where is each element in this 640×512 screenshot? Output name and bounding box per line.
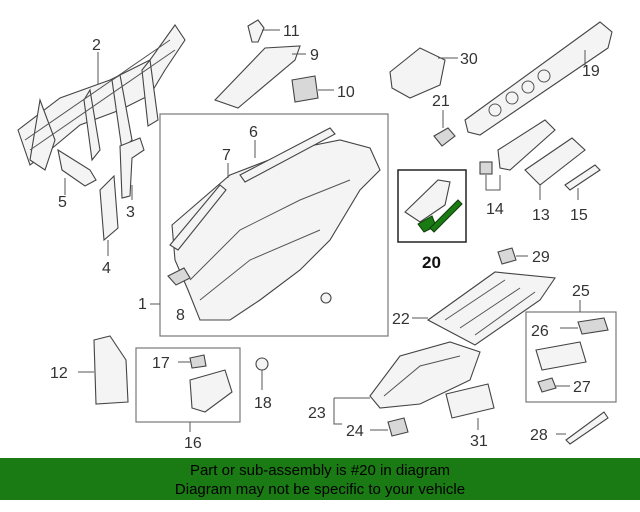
callout-13: 13 (532, 207, 550, 224)
callout-24: 24 (346, 423, 364, 440)
part-7-side-trim (169, 184, 227, 251)
part-24-clip (387, 417, 409, 437)
part-14-vent-bezel (497, 119, 556, 171)
part-27-clip (537, 377, 557, 393)
part-11-clip (247, 19, 265, 43)
callout-21: 21 (432, 93, 450, 110)
part-12-end-cap (93, 335, 129, 405)
callout-25: 25 (572, 283, 590, 300)
callout-23: 23 (308, 405, 326, 422)
callout-17: 17 (152, 355, 170, 372)
part-15-trim-strip (564, 164, 601, 191)
callout-22: 22 (392, 311, 410, 328)
part-29-clip (497, 247, 517, 265)
part-17-clip (189, 354, 207, 369)
parts-diagram: 2 5 3 4 11 9 10 30 19 21 14 13 15 (17, 19, 617, 452)
callout-9: 9 (310, 47, 319, 64)
part-23-console-bracket (369, 341, 481, 409)
callout-29: 29 (532, 249, 550, 266)
callout-1: 1 (138, 296, 147, 313)
part-1-instrument-panel (171, 139, 381, 321)
callout-30: 30 (460, 51, 478, 68)
callout-8: 8 (176, 307, 185, 324)
callout-2: 2 (92, 37, 101, 54)
callout-18: 18 (254, 395, 272, 412)
part-30-airbag-module (389, 47, 446, 99)
part-21-clip (433, 127, 456, 147)
part-25-housing (535, 341, 587, 371)
part-6-defroster-trim (239, 127, 336, 183)
part-31-module (445, 383, 495, 419)
banner-line-2: Diagram may not be specific to your vehi… (174, 481, 466, 498)
callout-14: 14 (486, 201, 504, 218)
callout-3: 3 (126, 204, 135, 221)
part-14-cap (479, 161, 493, 175)
part-20-strip (429, 199, 463, 233)
callout-7: 7 (222, 147, 231, 164)
callout-10: 10 (337, 84, 355, 101)
part-2-crosscar-beam (17, 24, 186, 171)
info-banner: Part or sub-assembly is #20 in diagram D… (0, 458, 640, 500)
callout-4: 4 (102, 260, 111, 277)
callout-28: 28 (530, 427, 548, 444)
part-5-bracket (57, 148, 97, 187)
callout-15: 15 (570, 207, 588, 224)
part-13-vent-panel (524, 137, 586, 186)
callout-31: 31 (470, 433, 488, 450)
part-18-grommet (255, 357, 269, 371)
callout-12: 12 (50, 365, 68, 382)
callout-6: 6 (249, 124, 258, 141)
part-9-trim-cover (214, 45, 301, 109)
part-20-trim-cover (404, 179, 451, 223)
part-1-group-box (159, 113, 389, 337)
part-10-switch (291, 75, 319, 103)
part-28-trim-strip (565, 411, 609, 445)
callout-26: 26 (531, 323, 549, 340)
part-25-group-box (525, 311, 617, 403)
part-26-cover (577, 317, 609, 335)
part-22-mounting-plate (426, 271, 556, 346)
callout-16: 16 (184, 435, 202, 452)
part-20-group-box (397, 169, 467, 243)
screw (320, 292, 332, 304)
banner-line-1: Part or sub-assembly is #20 in diagram (189, 462, 451, 479)
callout-20: 20 (422, 253, 441, 272)
part-16-group-box (135, 347, 241, 423)
callout-27: 27 (573, 379, 591, 396)
part-16-vent (189, 369, 233, 413)
callout-19: 19 (582, 63, 600, 80)
part-8-clip (167, 267, 191, 286)
callout-5: 5 (58, 194, 67, 211)
part-4-panel (99, 174, 119, 242)
callout-11: 11 (283, 23, 300, 40)
part-3-support (119, 137, 145, 199)
